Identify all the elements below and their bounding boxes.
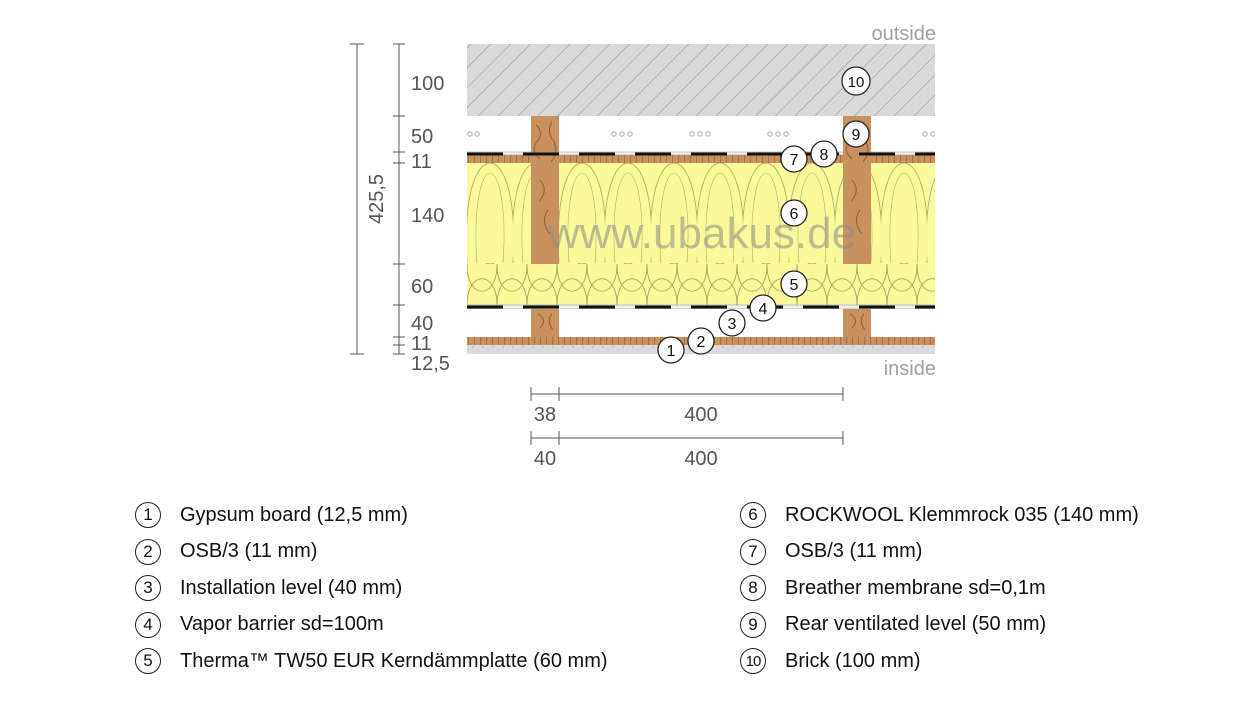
- stud-spacing-400-row2: 400: [684, 448, 717, 470]
- legend-number-10: 10: [740, 648, 766, 675]
- callout-8: 8: [810, 140, 838, 168]
- callout-3: 3: [718, 309, 746, 337]
- legend-text-8: Breather membrane sd=0,1m: [785, 576, 1046, 599]
- dim-rockwool: 140: [411, 205, 444, 227]
- dim-gypsum: 12,5: [411, 353, 450, 375]
- outside-label: outside: [872, 23, 937, 45]
- svg-text:4: 4: [759, 301, 768, 318]
- svg-text:3: 3: [728, 316, 737, 333]
- callout-10: 10: [841, 66, 871, 96]
- dim-osb-outer: 11: [411, 151, 432, 173]
- legend-number-6: 6: [740, 502, 766, 529]
- legend-item-2: 2 OSB/3 (11 mm): [135, 534, 608, 571]
- dim-brick: 100: [411, 73, 444, 95]
- legend-number-2: 2: [135, 538, 161, 565]
- legend-number-5: 5: [135, 648, 161, 675]
- svg-text:5: 5: [790, 277, 799, 294]
- stud-width-38: 38: [534, 404, 556, 426]
- legend-text-6: ROCKWOOL Klemmrock 035 (140 mm): [785, 503, 1139, 526]
- callout-7: 7: [780, 145, 808, 173]
- legend-text-10: Brick (100 mm): [785, 649, 921, 672]
- batten-inner-2: [843, 309, 871, 337]
- legend-item-9: 9 Rear ventilated level (50 mm): [740, 607, 1139, 644]
- legend-left-column: 1 Gypsum board (12,5 mm) 2 OSB/3 (11 mm)…: [135, 497, 608, 680]
- batten-inner-1: [531, 309, 559, 337]
- legend-number-3: 3: [135, 575, 161, 602]
- callout-6: 6: [780, 199, 808, 227]
- legend-text-9: Rear ventilated level (50 mm): [785, 613, 1047, 636]
- total-thickness-label: 425,5: [366, 174, 388, 224]
- callout-2: 2: [687, 327, 715, 355]
- svg-text:2: 2: [697, 334, 706, 351]
- legend-number-1: 1: [135, 502, 161, 529]
- layer-dimension-line: [393, 43, 405, 355]
- legend-text-3: Installation level (40 mm): [180, 576, 403, 599]
- svg-text:1: 1: [667, 343, 676, 360]
- legend-number-8: 8: [740, 575, 766, 602]
- legend-text-5: Therma™ TW50 EUR Kerndämmplatte (60 mm): [180, 649, 608, 672]
- legend-number-7: 7: [740, 538, 766, 565]
- horizontal-dimensions: [530, 387, 844, 445]
- dim-installation: 40: [411, 313, 433, 335]
- layer-therma-insulation: [467, 264, 935, 305]
- callout-5: 5: [780, 270, 808, 298]
- legend-item-5: 5 Therma™ TW50 EUR Kerndämmplatte (60 mm…: [135, 643, 608, 680]
- legend-item-7: 7 OSB/3 (11 mm): [740, 534, 1139, 571]
- stud-width-40: 40: [534, 448, 556, 470]
- svg-text:8: 8: [820, 147, 829, 164]
- stud-spacing-400-row1: 400: [684, 404, 717, 426]
- callout-9: 9: [842, 120, 870, 148]
- legend-number-4: 4: [135, 611, 161, 638]
- layer-dimension-labels: 100 50 11 140 60 40 11 12,5: [411, 73, 450, 375]
- wall-section-diagram: outside inside www.ubakus.de 425,5 100 5…: [350, 23, 937, 470]
- svg-text:9: 9: [852, 127, 861, 144]
- total-dimension: [350, 43, 364, 355]
- legend-item-4: 4 Vapor barrier sd=100m: [135, 607, 608, 644]
- callout-1: 1: [657, 336, 685, 364]
- watermark: www.ubakus.de: [547, 209, 856, 258]
- layer-callouts: 1 2 3 4 5 6 7 8: [657, 66, 871, 364]
- layer-osb-outer: [467, 155, 935, 163]
- legend-item-10: 10 Brick (100 mm): [740, 643, 1139, 680]
- svg-text:6: 6: [790, 206, 799, 223]
- inside-label: inside: [884, 358, 936, 380]
- legend-item-6: 6 ROCKWOOL Klemmrock 035 (140 mm): [740, 497, 1139, 534]
- legend-right-column: 6 ROCKWOOL Klemmrock 035 (140 mm) 7 OSB/…: [740, 497, 1139, 680]
- stud-outer-1: [531, 116, 559, 264]
- dim-rear-ventilated: 50: [411, 126, 433, 148]
- legend-text-2: OSB/3 (11 mm): [180, 540, 318, 563]
- callout-4: 4: [749, 294, 777, 322]
- legend-text-4: Vapor barrier sd=100m: [180, 613, 384, 636]
- legend-item-1: 1 Gypsum board (12,5 mm): [135, 497, 608, 534]
- legend-text-1: Gypsum board (12,5 mm): [180, 503, 408, 526]
- dim-therma: 60: [411, 276, 433, 298]
- legend-item-8: 8 Breather membrane sd=0,1m: [740, 570, 1139, 607]
- dim-osb-inner: 11: [411, 333, 432, 355]
- legend-number-9: 9: [740, 611, 766, 638]
- legend-text-7: OSB/3 (11 mm): [785, 540, 923, 563]
- svg-text:10: 10: [848, 74, 865, 91]
- legend-item-3: 3 Installation level (40 mm): [135, 570, 608, 607]
- svg-text:7: 7: [790, 152, 799, 169]
